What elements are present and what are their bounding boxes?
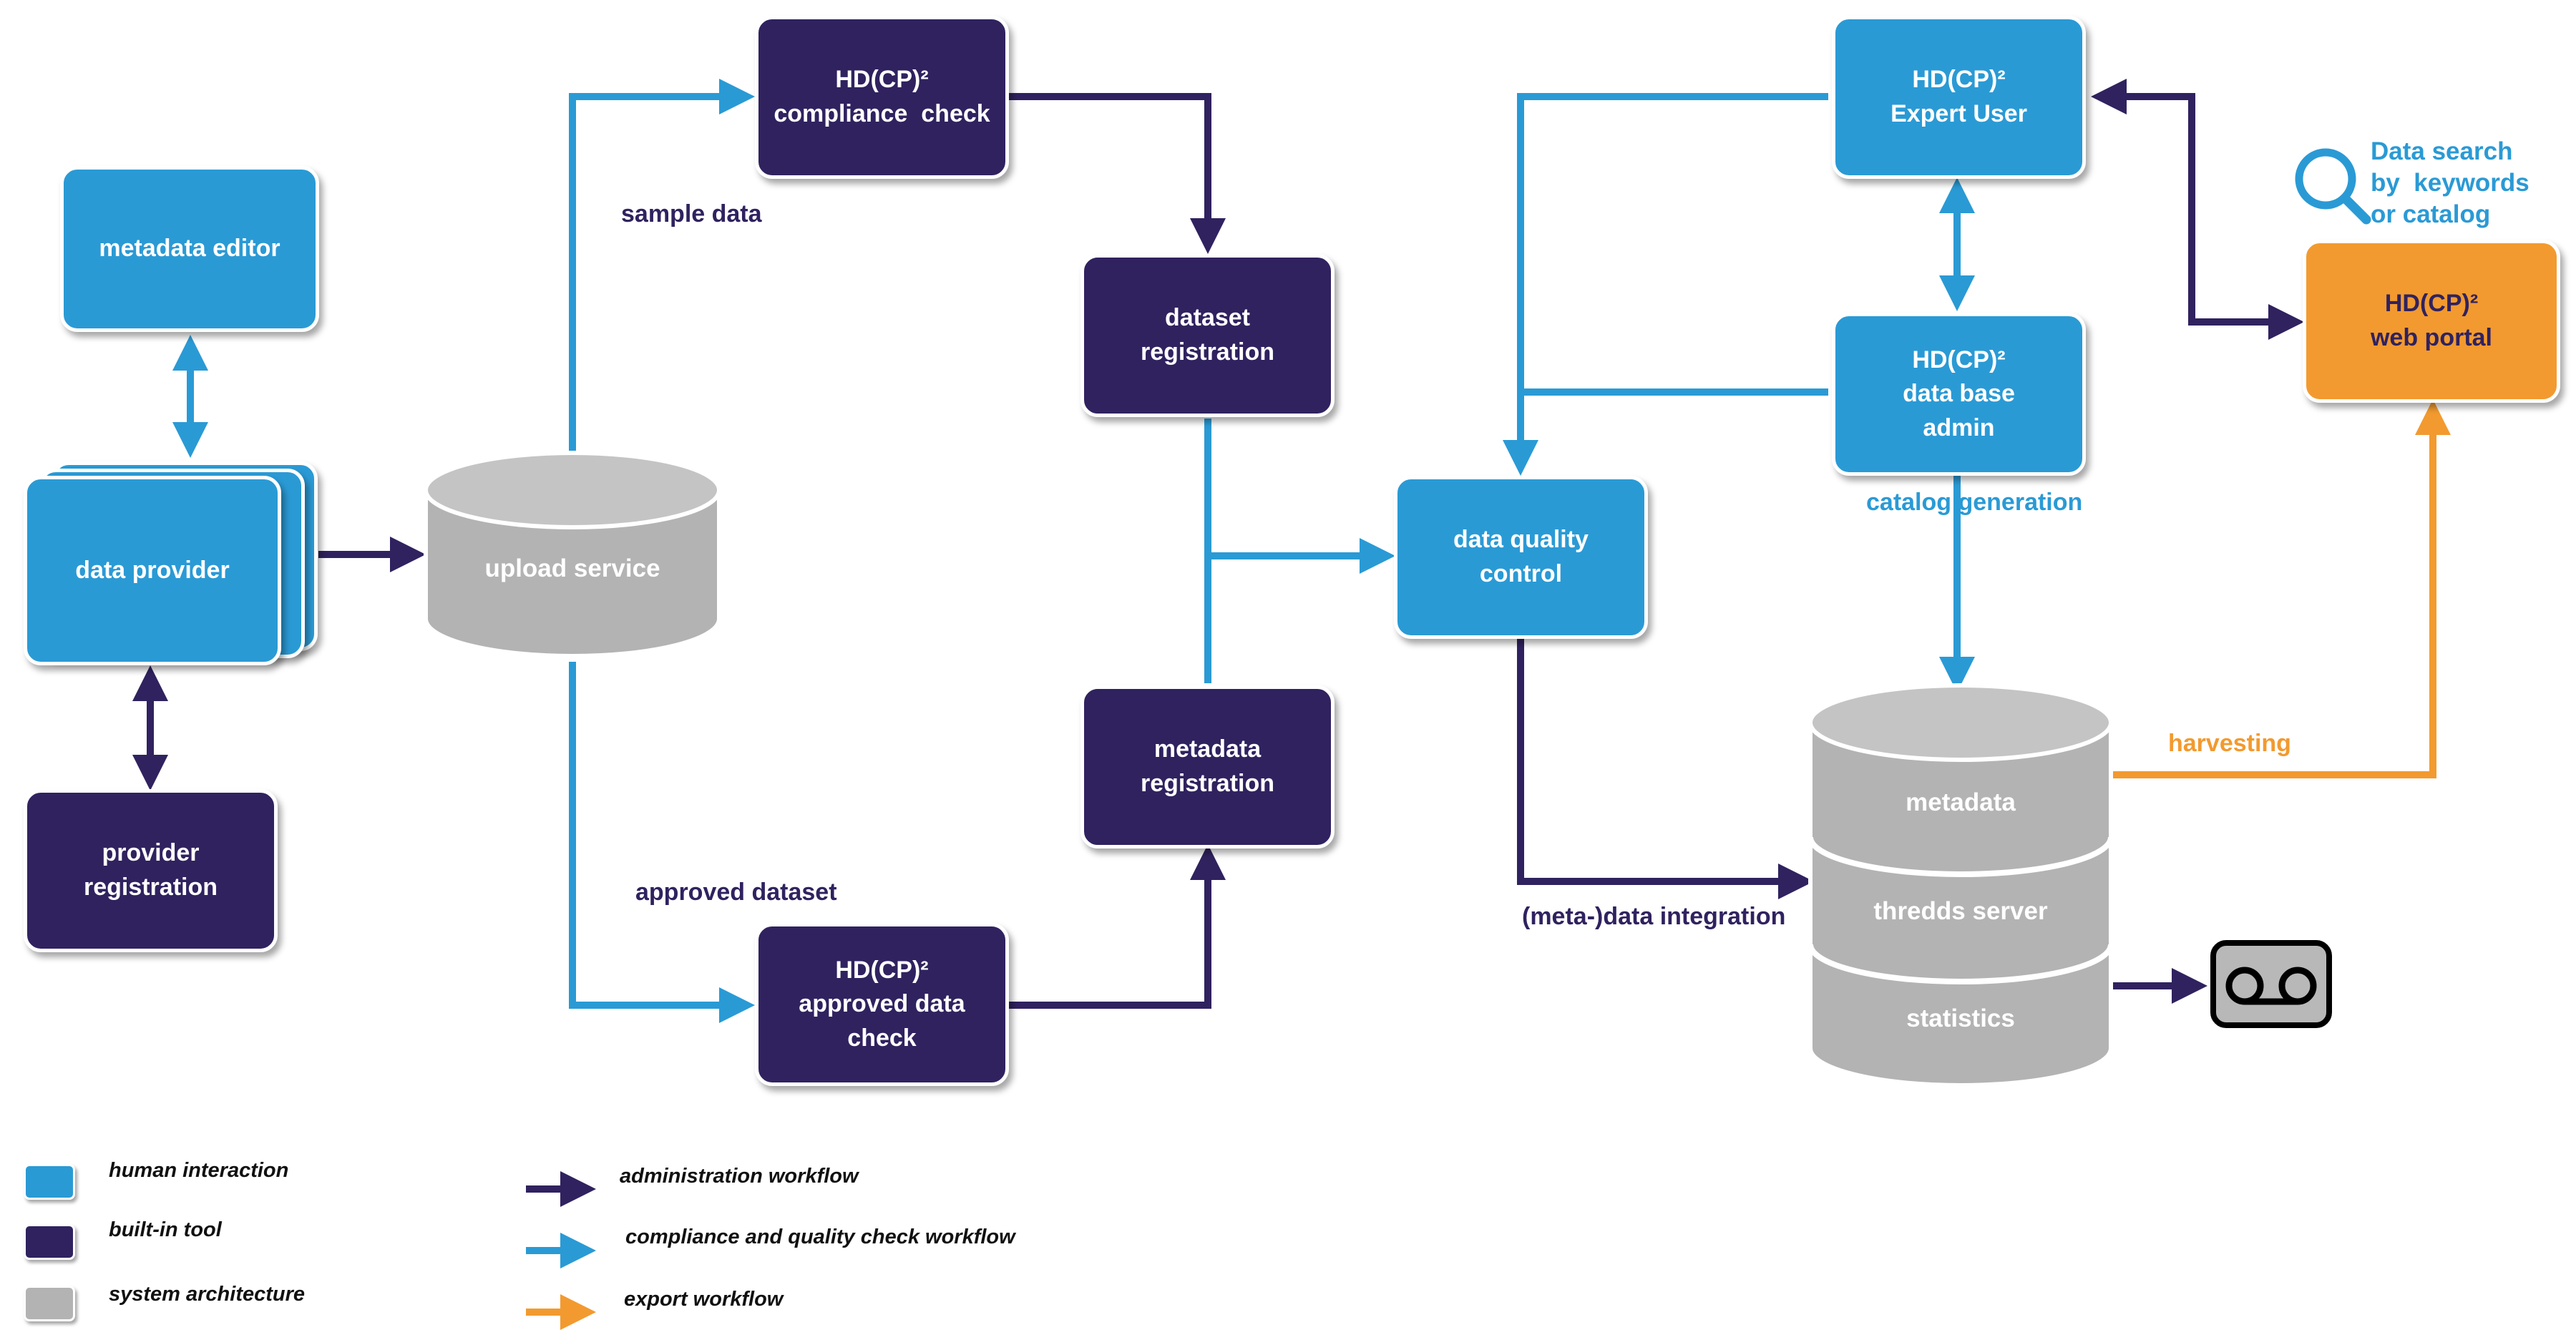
provider-registration-box: provider registration: [24, 789, 278, 952]
web-portal-box: HD(CP)² web portal: [2303, 240, 2560, 403]
data-quality-control-line2: control: [1479, 560, 1563, 587]
legend-swatch-human: [24, 1164, 75, 1200]
upload-service-label: upload service: [484, 554, 660, 582]
harvesting-label: harvesting: [2168, 730, 2291, 757]
approved-check-line1: HD(CP)²: [835, 956, 929, 984]
legend-human-label: human interaction: [109, 1159, 289, 1182]
storage-metadata-label: metadata: [1906, 788, 2016, 816]
metadata-editor-label: metadata editor: [99, 235, 280, 263]
approved-check-line3: check: [847, 1024, 917, 1052]
approved-check-line2: approved data: [799, 990, 965, 1018]
legend-compliance-workflow-label: compliance and quality check workflow: [625, 1226, 1015, 1248]
edge-approved-metadata: [1009, 844, 1226, 1009]
storage-stack-cylinder: [1807, 683, 2114, 1087]
sample-data-label: sample data: [621, 200, 762, 228]
data-provider-label: data provider: [75, 556, 230, 584]
web-portal-line1: HD(CP)²: [2384, 290, 2479, 318]
approved-check-box: HD(CP)² approved data check: [755, 923, 1009, 1086]
legend-swatch-tool: [24, 1224, 75, 1260]
data-search-line1: Data search: [2371, 137, 2513, 165]
metadata-registration-line1: metadata: [1153, 735, 1262, 763]
metadata-editor-box: metadata editor: [60, 166, 319, 332]
approved-dataset-label: approved dataset: [635, 879, 837, 906]
data-search-label: Data search by keywords or catalog: [2371, 136, 2529, 230]
web-portal-line2: web portal: [2370, 324, 2493, 351]
compliance-check-box: HD(CP)² compliance check: [755, 16, 1009, 179]
edge-upload-compliance: [569, 79, 755, 451]
legend-tool-label: built-in tool: [109, 1218, 222, 1241]
data-quality-control-box: data quality control: [1394, 476, 1648, 639]
provider-registration-line1: provider: [102, 839, 200, 867]
legend-export-workflow-label: export workflow: [624, 1288, 784, 1311]
legend-system-label: system architecture: [109, 1283, 306, 1306]
db-admin-line3: admin: [1923, 414, 1995, 441]
compliance-check-line1: HD(CP)²: [835, 66, 929, 94]
expert-user-line1: HD(CP)²: [1912, 66, 2006, 94]
db-admin-line2: data base: [1903, 380, 2015, 408]
voicemail-tape-icon: [2210, 940, 2332, 1028]
magnifier-icon: [2295, 148, 2371, 225]
edge-harvesting: [2107, 399, 2451, 778]
data-quality-control-line1: data quality: [1453, 526, 1589, 554]
edge-quality-storage: [1517, 639, 1814, 899]
edge-compliance-dataset: [1009, 93, 1226, 254]
dataset-registration-line2: registration: [1140, 338, 1275, 366]
expert-user-box: HD(CP)² Expert User: [1832, 16, 2086, 179]
edge-expert-quality: [1503, 93, 1828, 476]
data-search-line3: or catalog: [2371, 200, 2491, 228]
data-provider-box: data provider: [24, 476, 281, 665]
legend-admin-workflow-label: administration workflow: [620, 1165, 859, 1188]
db-admin-line1: HD(CP)²: [1912, 346, 2006, 373]
legend-swatch-system: [24, 1286, 75, 1321]
metadata-registration-box: metadata registration: [1080, 685, 1335, 848]
edge-upload-approved: [569, 662, 755, 1023]
upload-service-cylinder: [424, 451, 721, 658]
catalog-generation-label: catalog generation: [1866, 489, 2083, 516]
data-integration-label: (meta-)data integration: [1522, 903, 1786, 930]
compliance-check-line2: compliance check: [774, 100, 990, 127]
storage-thredds-label: thredds server: [1873, 897, 2048, 925]
expert-user-line2: Expert User: [1890, 100, 2027, 127]
storage-statistics-label: statistics: [1906, 1004, 2015, 1032]
provider-registration-line2: registration: [83, 874, 218, 901]
dataset-registration-box: dataset registration: [1080, 254, 1335, 417]
metadata-registration-line2: registration: [1140, 770, 1275, 797]
edge-expert-portal: [2091, 79, 2304, 340]
db-admin-box: HD(CP)² data base admin: [1832, 313, 2086, 476]
dataset-registration-line1: dataset: [1164, 304, 1251, 332]
data-search-line2: by keywords: [2371, 168, 2529, 197]
